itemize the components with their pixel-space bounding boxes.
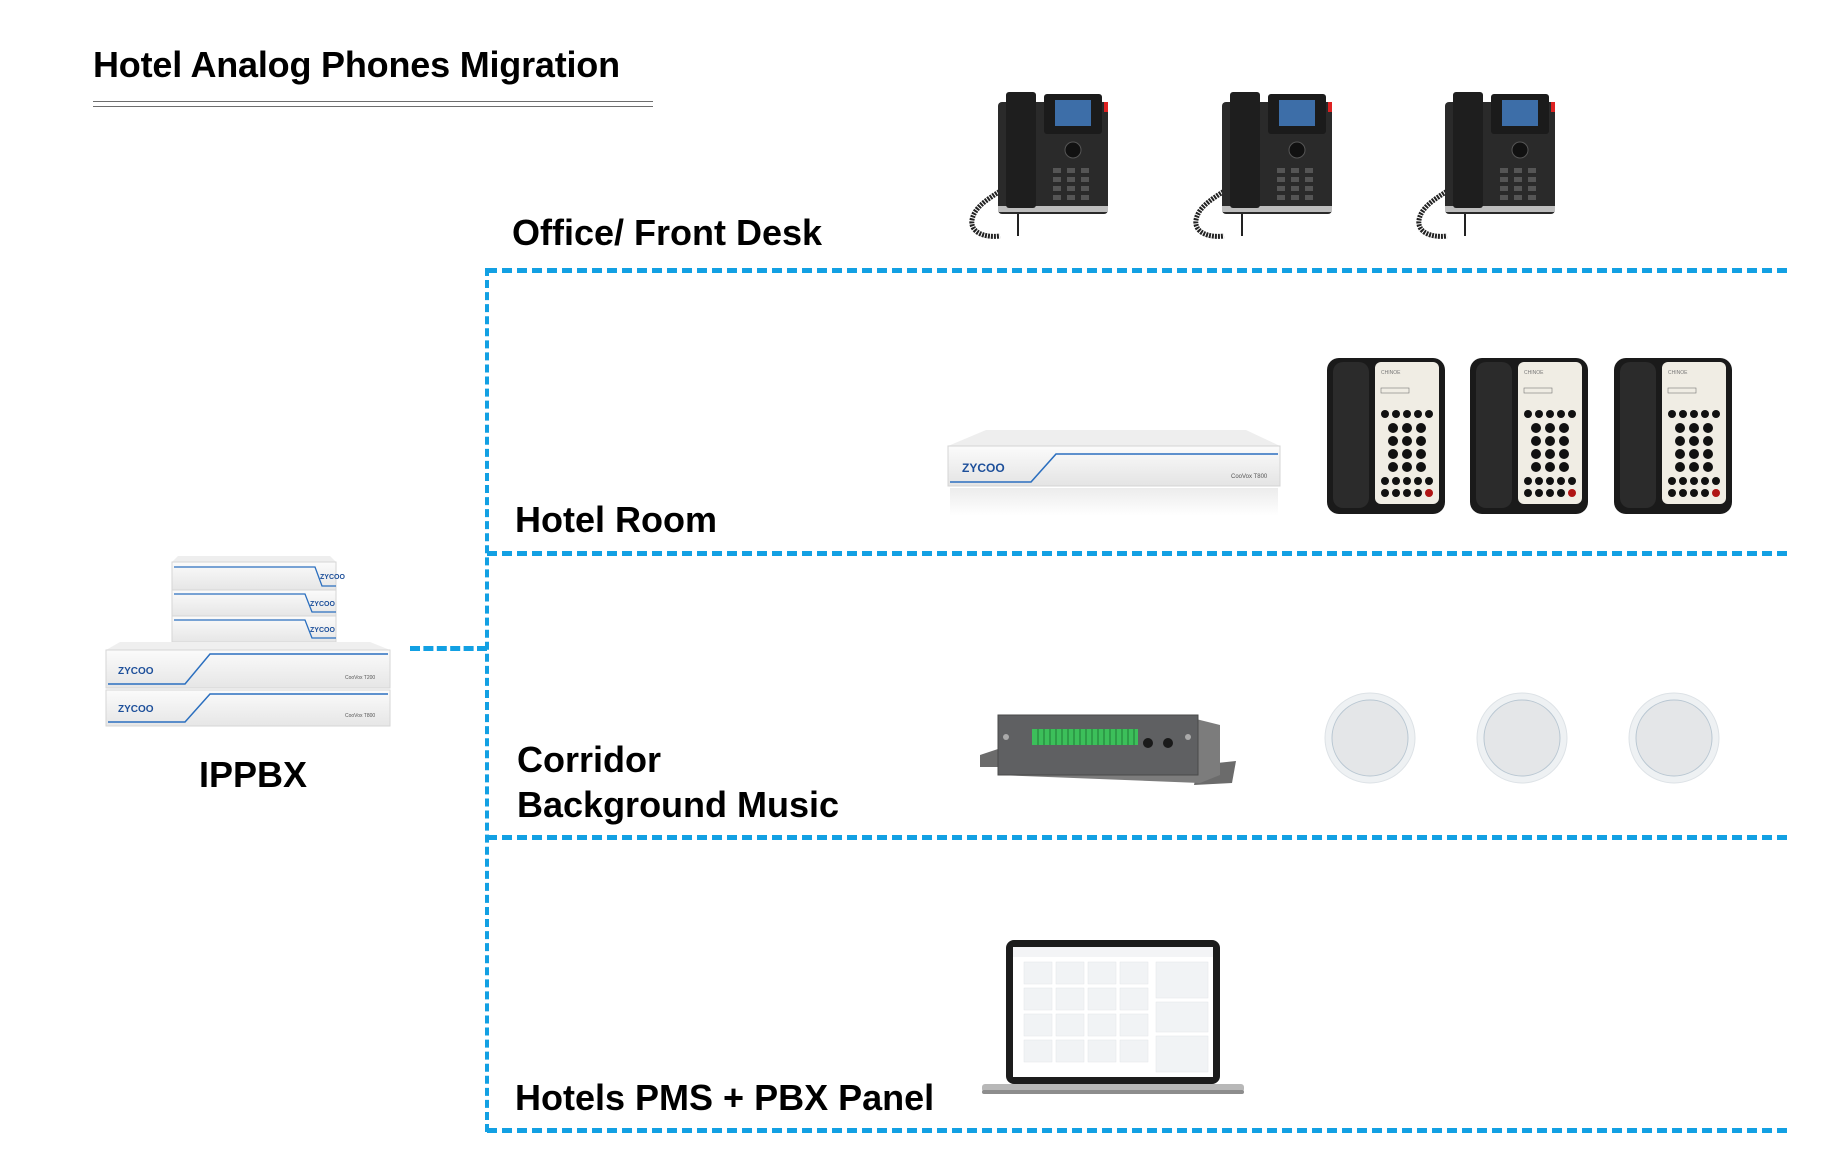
ippbx-unit-t800: ZYCOO CooVox T800	[105, 689, 391, 727]
ceiling-speaker-3	[1628, 692, 1720, 784]
title-underline-2	[93, 106, 653, 107]
ippbx-unit-small-1: ZYCOO	[171, 556, 345, 591]
ceiling-speaker-1	[1324, 692, 1416, 784]
zone-label-corridor: Corridor	[517, 739, 661, 780]
ippbx-device-stack: ZYCOO ZYCOO ZYCOO ZYCOO CooVox T200 ZYCO…	[100, 550, 400, 730]
hotel-analog-phone-1: CHINOE	[1325, 352, 1447, 517]
ceiling-speaker-2	[1476, 692, 1568, 784]
ippbx-unit-small-3: ZYCOO	[171, 615, 337, 643]
zone-divider-corridor	[487, 835, 1787, 840]
zone-label-hotel-room: Hotel Room	[515, 499, 717, 540]
zone-label-pms: Hotels PMS + PBX Panel	[515, 1077, 935, 1118]
title-underline-1	[93, 101, 653, 102]
svg-text:ZYCOO: ZYCOO	[310, 627, 335, 634]
ip-desk-phone-3	[1413, 90, 1558, 240]
zone-label-office: Office/ Front Desk	[512, 212, 823, 253]
svg-text:ZYCOO: ZYCOO	[320, 574, 345, 581]
ip-desk-phone-2	[1190, 90, 1335, 240]
svg-text:ZYCOO: ZYCOO	[310, 601, 335, 608]
hotel-analog-phone-3: CHINOE	[1612, 352, 1734, 517]
ip-desk-phone-1	[966, 90, 1111, 240]
trunk-line	[485, 268, 489, 1132]
svg-text:CooVox T200: CooVox T200	[345, 675, 375, 681]
svg-text:CooVox T800: CooVox T800	[345, 713, 375, 719]
svg-text:ZYCOO: ZYCOO	[118, 704, 154, 715]
ippbx-unit-t200: ZYCOO CooVox T200	[105, 642, 391, 689]
ippbx-unit-small-2: ZYCOO	[171, 589, 337, 617]
laptop-pms-panel	[982, 938, 1246, 1096]
hotel-analog-phone-2: CHINOE	[1468, 352, 1590, 517]
svg-text:ZYCOO: ZYCOO	[962, 461, 1005, 475]
ippbx-connector	[410, 646, 487, 651]
zone-divider-office	[487, 268, 1787, 273]
zone-divider-pms	[487, 1128, 1787, 1133]
zone-label-background-music: Background Music	[517, 784, 840, 825]
svg-text:CooVox T800: CooVox T800	[1231, 474, 1268, 480]
analog-gateway-device: ZYCOO CooVox T800	[946, 428, 1282, 520]
ippbx-label: IPPBX	[199, 754, 308, 795]
zone-divider-hotel-room	[487, 551, 1787, 556]
svg-text:CHINOE: CHINOE	[1668, 370, 1688, 376]
svg-text:ZYCOO: ZYCOO	[118, 666, 154, 677]
page-title: Hotel Analog Phones Migration	[93, 44, 620, 85]
svg-text:CHINOE: CHINOE	[1381, 370, 1401, 376]
sip-audio-box	[980, 705, 1240, 790]
svg-text:CHINOE: CHINOE	[1524, 370, 1544, 376]
